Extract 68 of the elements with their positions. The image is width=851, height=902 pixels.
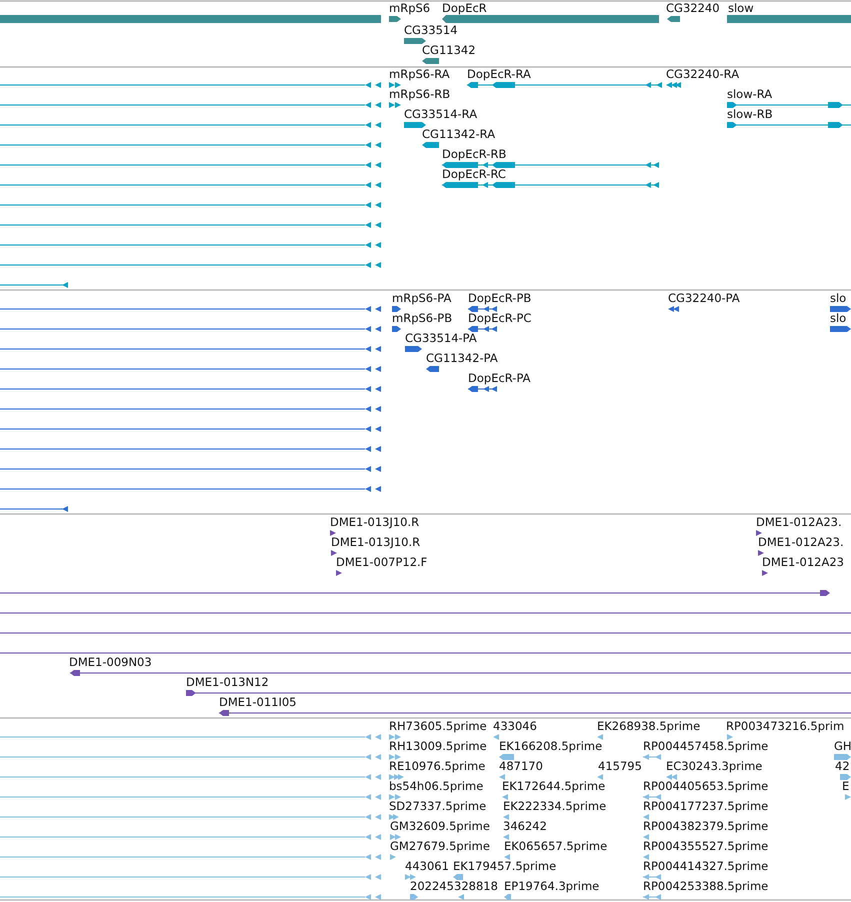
feature-label: 42 (835, 759, 850, 773)
feature-label: DME1-013J10.R (330, 515, 420, 529)
feature-label: CG11342 (422, 43, 476, 57)
feature-label: 433046 (493, 719, 537, 733)
feature-label: 328818 (454, 879, 498, 893)
feature-label: GM27679.5prime (390, 839, 490, 853)
feature-label: 443061 (405, 859, 449, 873)
feature-label: CG32240-PA (668, 291, 740, 305)
feature-label: mRpS6-PB (392, 311, 452, 325)
feature-label: EK172644.5prime (502, 779, 606, 793)
feature-label: EK222334.5prime (503, 799, 606, 813)
feature-label: CG33514-PA (405, 331, 477, 345)
feature-label: RH13009.5prime (389, 739, 487, 753)
feature-label: DME1-013J10.R (331, 535, 420, 549)
feature-label: DopEcR-RA (467, 67, 531, 81)
feature-label: EC30243.3prime (666, 759, 762, 773)
feature-label: DME1-012A23. (758, 535, 844, 549)
feature-label: GM32609.5prime (390, 819, 490, 833)
feature-label: slo (830, 311, 846, 325)
feature-label: DME1-011I05 (219, 695, 296, 709)
feature-label: SD27337.5prime (389, 799, 486, 813)
feature-label: EP19764.3prime (504, 879, 600, 893)
feature-label: CG11342-RA (422, 127, 496, 141)
feature-label: EK166208.5prime (499, 739, 602, 753)
feature-label: EK065657.5prime (504, 839, 608, 853)
feature-label: 487170 (499, 759, 543, 773)
feature-label: RP004414327.5prime (643, 859, 768, 873)
feature-label: RP004405653.5prime (643, 779, 768, 793)
feature-label: 202245 (410, 879, 454, 893)
feature-label: RP004253388.5prime (643, 879, 768, 893)
feature-label: DME1-012A23 (762, 555, 844, 569)
feature-label: slow-RB (727, 107, 773, 121)
feature-label: CG33514 (404, 23, 458, 37)
feature-label: RP004382379.5prime (643, 819, 768, 833)
feature-label: mRpS6 (389, 1, 430, 15)
feature-label: DopEcR-PB (468, 291, 532, 305)
feature-label: 346242 (503, 819, 547, 833)
feature-label: EK268938.5prime (597, 719, 700, 733)
feature-label: RH73605.5prime (389, 719, 487, 733)
feature-label: DopEcR-PA (468, 371, 531, 385)
feature-label: RP004457458.5prime (643, 739, 768, 753)
feature-label: CG11342-PA (426, 351, 498, 365)
feature-label: CG32240-RA (666, 67, 740, 81)
feature-label: DopEcR (442, 1, 487, 15)
feature-label: DME1-012A23. (756, 515, 842, 529)
feature-label: mRpS6-RA (389, 67, 450, 81)
feature-label: DME1-007P12.F (336, 555, 428, 569)
feature-label: bs54h06.5prime (389, 779, 484, 793)
feature-label: EK179457.5prime (453, 859, 556, 873)
feature-label: RP004177237.5prime (643, 799, 768, 813)
feature-label: slow (728, 1, 754, 15)
feature-label: DopEcR-PC (468, 311, 532, 325)
feature-label: slo (830, 291, 846, 305)
feature-label: RE10976.5prime (389, 759, 486, 773)
feature-label: DopEcR-RC (442, 167, 506, 181)
feature-label: slow-RA (727, 87, 772, 101)
feature-label: RP004355527.5prime (643, 839, 768, 853)
feature-label: CG32240 (666, 1, 720, 15)
feature-label: RP003473216.5prim (726, 719, 844, 733)
feature-label: mRpS6-PA (392, 291, 452, 305)
feature-label: DME1-009N03 (69, 655, 152, 669)
feature-label: mRpS6-RB (389, 87, 450, 101)
feature-label: GH (834, 739, 851, 753)
feature-label: DopEcR-RB (442, 147, 506, 161)
feature-label: E (842, 779, 850, 793)
feature-label: DME1-013N12 (186, 675, 269, 689)
feature-label: 415795 (598, 759, 642, 773)
feature-label: CG33514-RA (404, 107, 478, 121)
